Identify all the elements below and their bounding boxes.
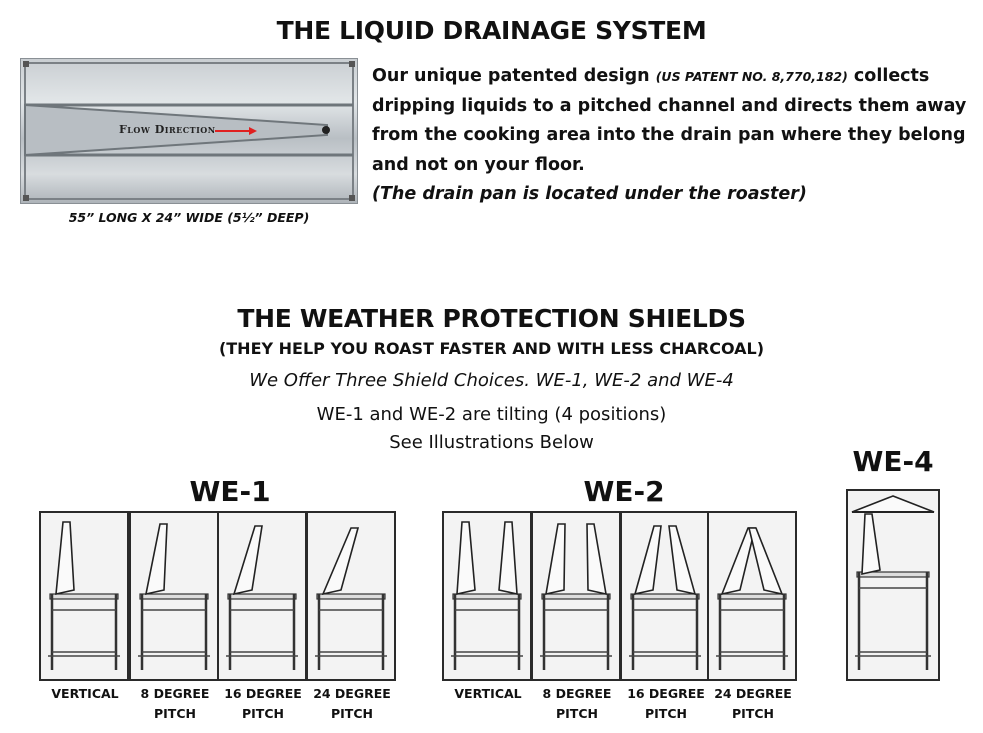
roaster-top [630,593,700,600]
roaster-top [856,571,930,578]
patent-number: (US PATENT NO. 8,770,182) [655,69,848,84]
caption-vertical: VERTICAL [454,686,522,701]
see-illustrations: See Illustrations Below [389,432,594,453]
description-text: Our unique patented design [372,66,656,86]
we2-label: WE-2 [583,475,665,508]
shields-title: THE WEATHER PROTECTION SHIELDS [237,304,746,333]
flow-direction-label: Flow Direction [119,123,216,136]
drain-pan-image: Flow Direction [20,58,358,204]
shield-panel [545,523,566,596]
we1-label: WE-1 [189,475,271,508]
roaster-top [717,593,787,600]
shields-subtitle: (THEY HELP YOU ROAST FASTER AND WITH LES… [218,339,765,358]
roaster-top [139,593,209,600]
shield-panel [321,527,360,596]
roaster-top [316,593,386,600]
shield-panel [747,527,784,596]
corner-bolt [349,61,355,67]
we1-illustration [39,511,396,681]
tilting-note: WE-1 and WE-2 are tilting (4 positions) [316,404,667,425]
we2-illustration [442,511,797,681]
we4-illustration [846,489,940,681]
shield-panel [144,523,168,596]
roaster-top [227,593,297,600]
drain-hole [322,126,330,134]
shield-panel [633,525,662,596]
description-text: collects dripping liquids to a pitched c… [372,66,967,175]
flow-arrow-icon [249,127,257,135]
drain-pan-dimensions: 55” LONG X 24” WIDE (5½” DEEP) [68,210,310,225]
caption-vertical: VERTICAL [51,686,119,701]
shield-panel [861,513,881,576]
corner-bolt [23,61,29,67]
we4-label: WE-4 [852,445,934,478]
drainage-description: Our unique patented design (US PATENT NO… [372,62,972,210]
pitched-channel [24,103,328,157]
roaster-top [49,593,119,600]
shield-panel [498,521,518,596]
drain-pan-note: (The drain pan is located under the roas… [372,184,807,204]
drain-pan-drawing [23,61,355,201]
shield-choices: We Offer Three Shield Choices. WE-1, WE-… [249,370,734,391]
corner-bolt [23,195,29,201]
roaster-top [541,593,611,600]
shield-panel [232,525,263,596]
shield-panel [668,525,697,596]
roaster-top [452,593,522,600]
panel-frame [846,489,940,681]
shield-panel [586,523,607,596]
shield-panel [55,521,75,596]
drainage-title: THE LIQUID DRAINAGE SYSTEM [276,16,707,45]
corner-bolt [349,195,355,201]
shield-panel [456,521,476,596]
